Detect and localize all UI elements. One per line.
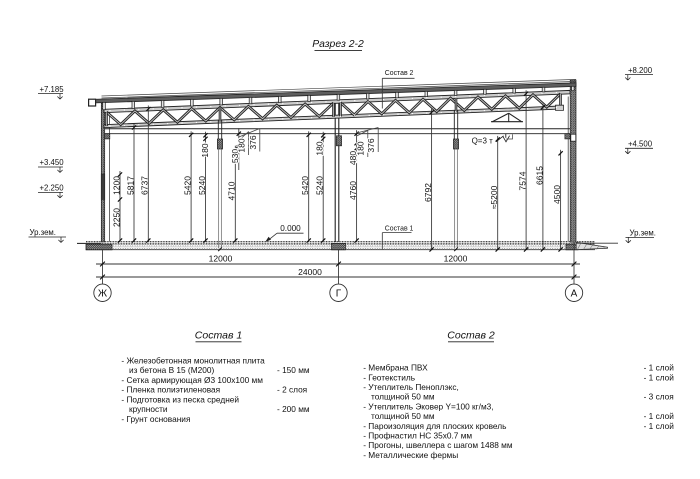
svg-text:+7.185: +7.185	[40, 85, 65, 94]
svg-text:- 150 мм: - 150 мм	[277, 365, 310, 375]
svg-text:7574: 7574	[518, 171, 528, 190]
svg-text:180: 180	[237, 138, 247, 152]
svg-text:Состав 1: Состав 1	[195, 330, 242, 342]
svg-text:Состав 1: Состав 1	[385, 226, 414, 233]
svg-text:5240: 5240	[197, 176, 207, 195]
svg-text:- Прогоны, швеллера с шагом 14: - Прогоны, швеллера с шагом 1488 мм	[363, 440, 513, 450]
svg-text:Г: Г	[336, 288, 342, 299]
svg-text:- Утеплитель Эковер Y=100 кг/м: - Утеплитель Эковер Y=100 кг/м3,	[363, 401, 493, 411]
svg-text:- 2 слоя: - 2 слоя	[277, 385, 307, 395]
svg-text:+4.500: +4.500	[628, 140, 653, 149]
svg-text:Ур.зем.: Ур.зем.	[630, 229, 656, 238]
svg-text:Разрез 2-2: Разрез 2-2	[312, 39, 364, 50]
svg-text:4710: 4710	[227, 181, 237, 200]
svg-text:- Грунт основания: - Грунт основания	[121, 414, 190, 424]
svg-text:Ж: Ж	[98, 288, 108, 299]
svg-text:- Профнастил НС 35х0.7 мм: - Профнастил НС 35х0.7 мм	[363, 431, 472, 441]
svg-text:6737: 6737	[140, 176, 150, 195]
svg-text:- 1 слой: - 1 слой	[644, 372, 675, 382]
svg-text:- Сетка армирующая Ø3 100х100: - Сетка армирующая Ø3 100х100 мм	[121, 375, 263, 385]
svg-text:6615: 6615	[534, 166, 544, 185]
svg-text:толщиной 50 мм: толщиной 50 мм	[371, 411, 435, 421]
svg-text:- 1 слой: - 1 слой	[644, 411, 675, 421]
svg-text:6792: 6792	[423, 183, 433, 202]
svg-text:4500: 4500	[552, 185, 562, 204]
svg-text:12000: 12000	[444, 254, 468, 264]
svg-text:+3.450: +3.450	[40, 158, 65, 167]
svg-text:- 200 мм: - 200 мм	[277, 404, 310, 414]
svg-text:- Железобетонная монолитная п: - Железобетонная монолитная плита	[121, 356, 265, 366]
svg-text:А: А	[571, 288, 578, 299]
svg-text:180: 180	[355, 141, 365, 155]
svg-text:- Мембрана ПВХ: - Мембрана ПВХ	[363, 363, 428, 373]
svg-text:5420: 5420	[183, 176, 193, 195]
svg-text:Ур.зем.: Ур.зем.	[30, 228, 56, 237]
svg-text:24000: 24000	[298, 267, 322, 277]
svg-text:≈5200: ≈5200	[489, 185, 499, 209]
svg-text:- Подготовка из песка средней: - Подготовка из песка средней	[121, 394, 239, 404]
svg-text:0.000: 0.000	[280, 224, 301, 233]
svg-text:- 3 слоя: - 3 слоя	[644, 392, 674, 402]
svg-text:крупности: крупности	[129, 404, 168, 414]
svg-text:Q=3 т: Q=3 т	[472, 136, 494, 145]
svg-text:- Металлические фермы: - Металлические фермы	[363, 450, 458, 460]
svg-text:+2.250: +2.250	[40, 184, 65, 193]
svg-text:+8.200: +8.200	[628, 66, 653, 75]
svg-text:5420: 5420	[300, 176, 310, 195]
svg-text:530: 530	[230, 149, 240, 163]
svg-text:5240: 5240	[315, 176, 325, 195]
svg-text:376: 376	[248, 135, 258, 149]
svg-text:2250: 2250	[111, 208, 121, 227]
svg-text:180: 180	[200, 143, 210, 157]
svg-text:из бетона В 15 (М200): из бетона В 15 (М200)	[129, 365, 214, 375]
svg-text:4760: 4760	[348, 181, 358, 200]
svg-text:толщиной 50 мм: толщиной 50 мм	[371, 392, 435, 402]
svg-text:- Геотекстиль: - Геотекстиль	[363, 372, 415, 382]
svg-text:- Пленка полиэтиленовая: - Пленка полиэтиленовая	[121, 385, 220, 395]
svg-text:480: 480	[348, 151, 358, 165]
svg-text:1200: 1200	[111, 176, 121, 195]
svg-text:376: 376	[366, 138, 376, 152]
svg-text:12000: 12000	[209, 254, 233, 264]
svg-text:180: 180	[315, 141, 325, 155]
svg-text:- 1 слой: - 1 слой	[644, 363, 675, 373]
svg-text:Состав 2: Состав 2	[447, 330, 495, 342]
svg-text:- Утеплитель Пеноплэкс,: - Утеплитель Пеноплэкс,	[363, 382, 459, 392]
svg-text:5817: 5817	[125, 176, 135, 195]
svg-text:Состав 2: Состав 2	[385, 70, 414, 77]
svg-text:- Пароизоляция для плоских кро: - Пароизоляция для плоских кровель	[363, 421, 506, 431]
svg-text:- 1 слой: - 1 слой	[644, 421, 675, 431]
